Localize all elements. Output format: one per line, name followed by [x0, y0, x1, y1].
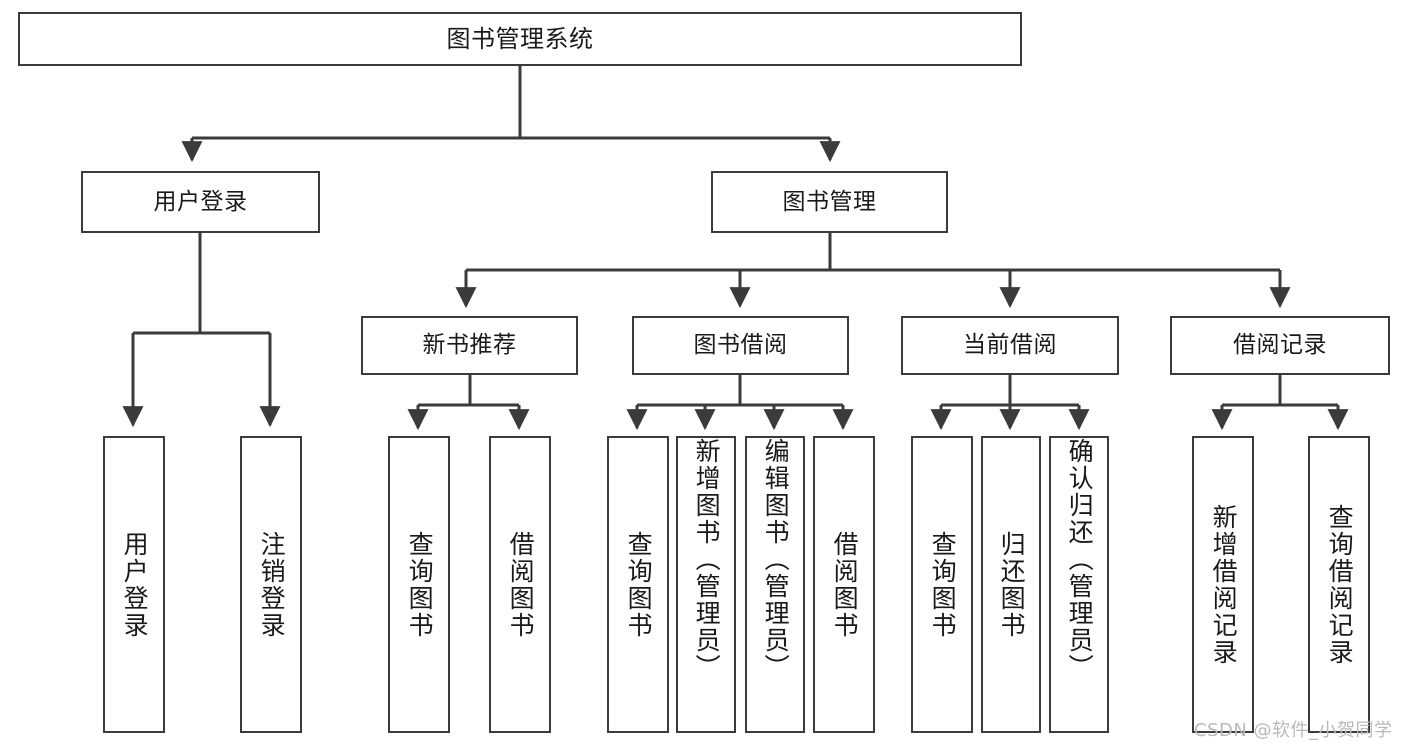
node-label: 当前借阅	[963, 332, 1057, 358]
node-label: 确认归还（管理员）	[1065, 438, 1095, 681]
node-borrow-record[interactable]: 借阅记录	[1170, 316, 1390, 375]
node-label: 图书借阅	[693, 332, 788, 358]
node-label: 新增借阅记录	[1209, 503, 1239, 666]
leaf-edit-book-admin[interactable]: 编辑图书（管理员）	[745, 436, 805, 733]
leaf-return-book[interactable]: 归还图书	[981, 436, 1041, 733]
node-label: 新书推荐	[422, 332, 517, 358]
node-label: 借阅图书	[506, 530, 536, 639]
leaf-confirm-return-admin[interactable]: 确认归还（管理员）	[1049, 436, 1109, 733]
node-new-book-recommend[interactable]: 新书推荐	[361, 316, 578, 375]
node-label: 查询图书	[624, 530, 654, 639]
leaf-user-login[interactable]: 用户登录	[103, 436, 165, 733]
node-label: 查询图书	[928, 530, 958, 639]
node-book-borrow[interactable]: 图书借阅	[632, 316, 849, 375]
leaf-query-book-current[interactable]: 查询图书	[911, 436, 973, 733]
node-label: 图书管理	[782, 188, 877, 215]
node-label: 借阅记录	[1233, 332, 1327, 358]
node-label: 用户登录	[153, 188, 248, 215]
watermark: CSDN @软件_小贺同学	[1194, 720, 1393, 741]
leaf-query-book-borrow[interactable]: 查询图书	[607, 436, 669, 733]
node-label: 借阅图书	[830, 530, 860, 639]
leaf-query-borrow-record[interactable]: 查询借阅记录	[1308, 436, 1370, 733]
node-label: 图书管理系统	[446, 25, 594, 53]
node-label: 注销登录	[257, 530, 287, 639]
leaf-borrow-book-newbook[interactable]: 借阅图书	[489, 436, 551, 733]
node-label: 查询图书	[405, 530, 435, 639]
node-user-login[interactable]: 用户登录	[81, 171, 320, 233]
leaf-add-borrow-record[interactable]: 新增借阅记录	[1192, 436, 1254, 733]
node-label: 用户登录	[120, 530, 150, 639]
node-current-borrow[interactable]: 当前借阅	[901, 316, 1119, 375]
node-root-system[interactable]: 图书管理系统	[18, 12, 1022, 66]
node-label: 新增图书（管理员）	[692, 438, 722, 681]
node-book-management[interactable]: 图书管理	[711, 171, 948, 233]
node-label: 编辑图书（管理员）	[761, 438, 791, 681]
leaf-add-book-admin[interactable]: 新增图书（管理员）	[676, 436, 736, 733]
node-label: 归还图书	[997, 530, 1027, 639]
leaf-query-book-newbook[interactable]: 查询图书	[388, 436, 450, 733]
node-label: 查询借阅记录	[1325, 503, 1355, 666]
leaf-logout[interactable]: 注销登录	[240, 436, 302, 733]
leaf-borrow-book[interactable]: 借阅图书	[813, 436, 875, 733]
